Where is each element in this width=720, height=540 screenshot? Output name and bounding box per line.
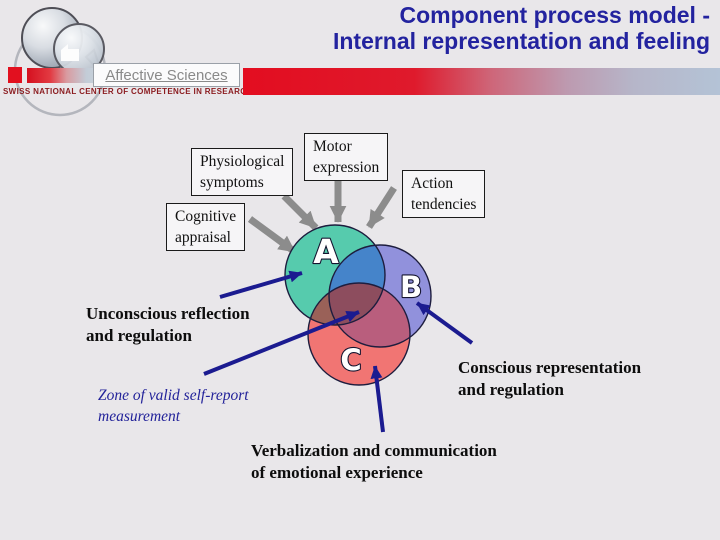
label-line: and regulation [86, 326, 192, 345]
annotation-arrows [203, 270, 474, 433]
brand-gradient-bar [27, 68, 93, 83]
component-box-line: symptoms [200, 174, 264, 191]
physiological-arrow-icon [281, 193, 319, 231]
brand-name: Affective Sciences [105, 66, 228, 84]
label-line: Unconscious reflection [86, 304, 250, 323]
component-box-cognitive: Cognitive appraisal [166, 203, 246, 251]
slide-title-line1: Component process model - [399, 2, 710, 28]
label-line: Zone of valid self-report [98, 387, 249, 404]
component-box-line: tendencies [411, 196, 477, 213]
label-line: of emotional experience [251, 463, 423, 482]
cognitive-arrow-icon [247, 216, 298, 255]
conscious-arrow-icon [415, 301, 474, 345]
label-unconscious-reflection: Unconscious reflection and regulation [86, 303, 250, 347]
label-line: Conscious representation [458, 358, 642, 377]
label-line: Verbalization and communication [251, 441, 497, 460]
component-box-action: Action tendencies [402, 170, 486, 218]
label-conscious-representation: Conscious representation and regulation [458, 357, 641, 401]
affective-sciences-logo-icon [13, 7, 107, 117]
label-verbalization: Verbalization and communication of emoti… [251, 440, 497, 484]
component-arrows [247, 181, 397, 255]
component-box-line: Motor [313, 138, 352, 155]
header-gradient-bar [243, 68, 720, 95]
component-box-physiological: Physiological symptoms [191, 148, 294, 196]
action-arrow-icon [366, 186, 397, 229]
component-box-motor: Motor expression [304, 133, 389, 181]
component-box-line: Physiological [200, 153, 285, 170]
label-zone-of-valid-self-report: Zone of valid self-report measurement [98, 385, 249, 427]
component-box-line: Action [411, 175, 454, 192]
component-box-line: expression [313, 159, 380, 176]
brand-box: Affective Sciences [93, 63, 240, 87]
label-line: measurement [98, 408, 181, 425]
label-line: and regulation [458, 380, 564, 399]
brand-red-square [8, 67, 22, 83]
zone-arrow-icon [203, 310, 360, 376]
verbalization-arrow-icon [370, 365, 385, 433]
component-box-line: Cognitive [175, 208, 237, 225]
venn-label-b: B [400, 270, 422, 304]
logo-house-notch-icon [61, 44, 79, 61]
slide-title-line2: Internal representation and feeling [332, 28, 710, 54]
unconscious-arrow-icon [219, 270, 303, 299]
component-box-line: appraisal [175, 229, 231, 246]
venn-label-a: A [313, 232, 339, 271]
venn-label-c: C [340, 343, 361, 377]
brand-subtitle: SWISS NATIONAL CENTER OF COMPETENCE IN R… [3, 87, 253, 96]
slide-title: Component process model - Internal repre… [333, 2, 710, 54]
